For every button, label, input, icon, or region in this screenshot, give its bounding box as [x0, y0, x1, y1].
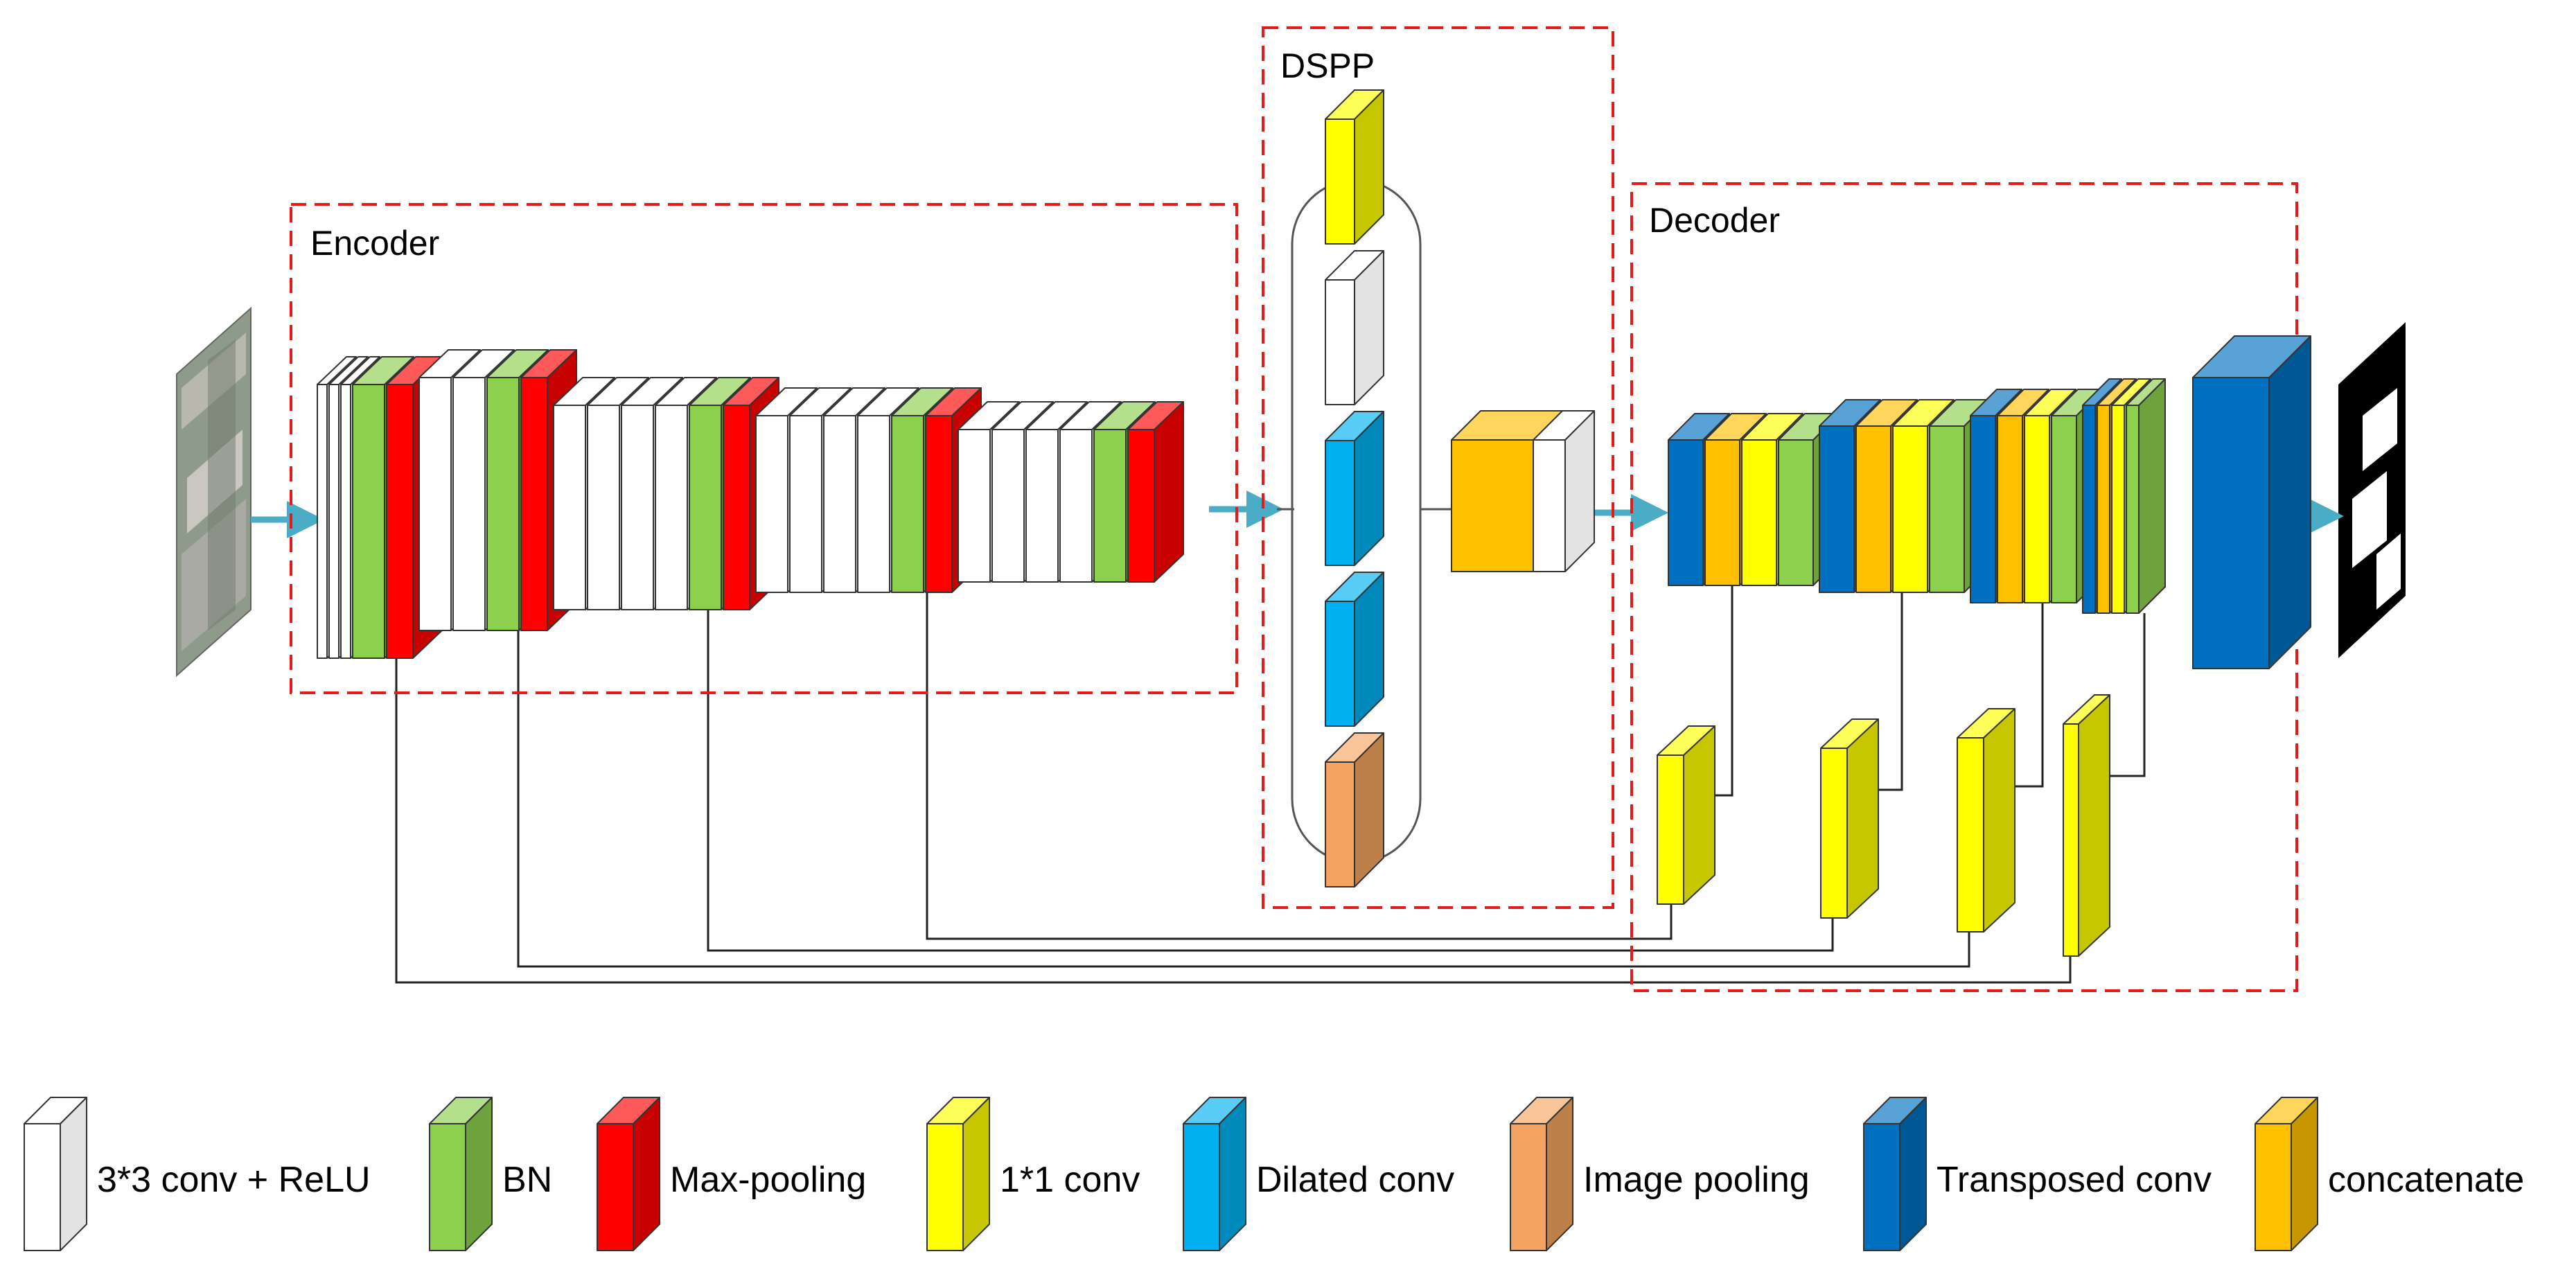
- skip-line-1: [707, 596, 1834, 952]
- decoder-block-3-3: [2126, 378, 2166, 614]
- legend-label-conv1x1: 1*1 conv: [1000, 1160, 1140, 1200]
- skip-line-3: [395, 658, 2072, 984]
- skip-in-2: [2013, 603, 2044, 788]
- legend-label-bn: BN: [502, 1160, 552, 1200]
- encoder-frame: [290, 203, 1238, 694]
- legend-swatch-concat: [2255, 1097, 2318, 1251]
- legend-swatch-dilated: [1183, 1097, 1246, 1251]
- skip-in-0: [1715, 585, 1733, 797]
- skip-line-0: [926, 582, 1673, 940]
- encoder-label: Encoder: [310, 224, 439, 263]
- legend-swatch-bn: [429, 1097, 493, 1251]
- legend-label-dilated: Dilated conv: [1256, 1160, 1454, 1200]
- legend-label-maxpool: Max-pooling: [670, 1160, 866, 1200]
- decoder-skip-conv-0: [1657, 725, 1715, 905]
- dspp-conv: [1533, 410, 1595, 572]
- legend-swatch-transposed: [1863, 1097, 1927, 1251]
- legend-swatch-conv1x1: [926, 1097, 990, 1251]
- legend-label-transposed: Transposed conv: [1937, 1160, 2212, 1200]
- legend-label-conv: 3*3 conv + ReLU: [97, 1160, 371, 1200]
- legend: 3*3 conv + ReLU BN Max-pooling 1*1 conv Dila…: [24, 1097, 2524, 1251]
- dspp-branch-1: [1325, 250, 1384, 405]
- legend-label-imgpool: Image pooling: [1583, 1160, 1810, 1200]
- skip-in-3: [2110, 613, 2146, 777]
- layer-blocks: [317, 89, 2311, 957]
- decoder-skip-conv-3: [2063, 694, 2110, 957]
- decoder-skip-conv-1: [1820, 718, 1879, 919]
- dspp-branch-2: [1325, 411, 1384, 566]
- legend-swatch-imgpool: [1510, 1097, 1573, 1251]
- dspp-branch-4: [1325, 732, 1384, 887]
- output-mask: [2338, 322, 2406, 658]
- encoder-block-4-5: [1127, 401, 1184, 583]
- legend-label-concat: concatenate: [2328, 1160, 2524, 1200]
- dspp-branch-3: [1325, 572, 1384, 727]
- skip-connections: [395, 582, 2146, 984]
- input-image: [176, 306, 252, 678]
- decoder-skip-conv-2: [1957, 708, 2015, 933]
- dspp-branch-0: [1325, 89, 1384, 245]
- skip-line-2: [517, 610, 1970, 968]
- dspp-label: DSPP: [1280, 46, 1375, 85]
- skip-in-1: [1878, 592, 1903, 791]
- decoder-label: Decoder: [1649, 201, 1780, 240]
- decoder-final-transposed: [2192, 335, 2311, 669]
- dspp-frame: [1262, 26, 1614, 909]
- legend-swatch-conv: [24, 1097, 87, 1251]
- legend-swatch-maxpool: [597, 1097, 660, 1251]
